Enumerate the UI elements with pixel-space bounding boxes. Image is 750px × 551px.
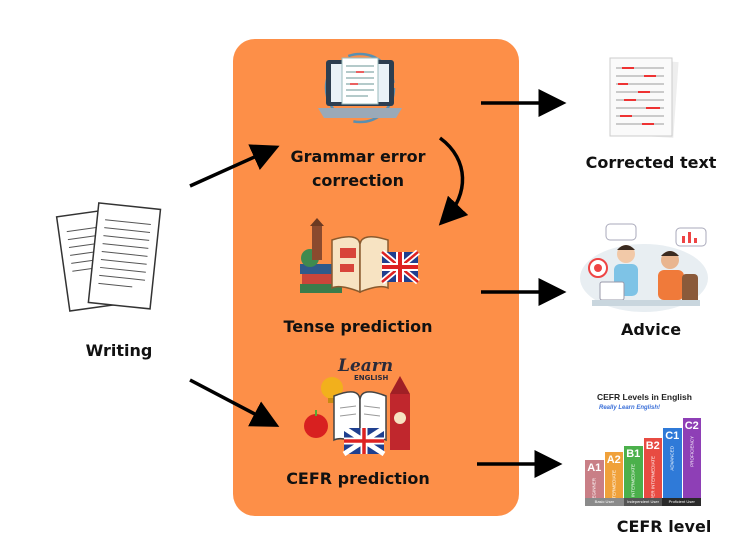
- cefr-level-label: CEFR level: [616, 517, 712, 536]
- tense-prediction-label: Tense prediction: [283, 317, 433, 336]
- cefr-bar-name: PROFICIENCY: [689, 436, 695, 467]
- learn-english-icon: Learn ENGLISH: [302, 354, 418, 456]
- corrected-text-icon: [609, 57, 679, 139]
- documents-icon: [55, 202, 162, 312]
- advice-label: Advice: [620, 320, 682, 339]
- laptop-icon: [318, 52, 402, 124]
- grammar-label-line1: Grammar error: [290, 147, 426, 166]
- corrected-text-label: Corrected text: [585, 153, 717, 172]
- cefr-card-title: CEFR Levels in English: [597, 392, 692, 402]
- cefr-chart-icon: CEFR Levels in English Really Learn Engl…: [583, 392, 703, 508]
- cefr-footer-segment: Independent User: [623, 498, 663, 506]
- cefr-bar-name: UPPER INTERMEDIATE: [650, 456, 656, 498]
- cefr-bar-code: A2: [606, 454, 621, 466]
- cefr-bar-code: C2: [684, 420, 699, 432]
- cefr-footer-segment: Basic User: [585, 498, 624, 506]
- cefr-bar-name: PRE-INTERMEDIATE: [611, 470, 617, 498]
- arrow-writing-to-grammar: [189, 144, 280, 188]
- cefr-bar-code: C1: [665, 430, 680, 442]
- cefr-bar-name: INTERMEDIATE: [630, 464, 636, 498]
- cefr-card-subtitle: Really Learn English!: [599, 405, 661, 411]
- cefr-bar-code: A1: [587, 462, 602, 474]
- arrow-grammar-to-tense: [438, 136, 469, 226]
- cefr-footer-segment: Proficient User: [662, 498, 702, 506]
- arrow-writing-to-cefr: [189, 378, 280, 427]
- english-word: ENGLISH: [354, 374, 389, 382]
- writing-label: Writing: [85, 341, 153, 360]
- open-book-icon: [300, 218, 420, 294]
- grammar-label-line2: correction: [311, 171, 405, 190]
- cefr-bar-name: ADVANCED: [669, 446, 675, 471]
- learn-word: Learn: [338, 356, 394, 376]
- cefr-bar-code: B1: [626, 448, 641, 460]
- cefr-bar-code: B2: [645, 440, 660, 452]
- advice-icon: [580, 223, 708, 312]
- cefr-bar-name: BEGINNER: [591, 478, 597, 498]
- grammar-correction-label: Grammar error correction: [291, 145, 426, 193]
- cefr-prediction-label: CEFR prediction: [286, 469, 430, 488]
